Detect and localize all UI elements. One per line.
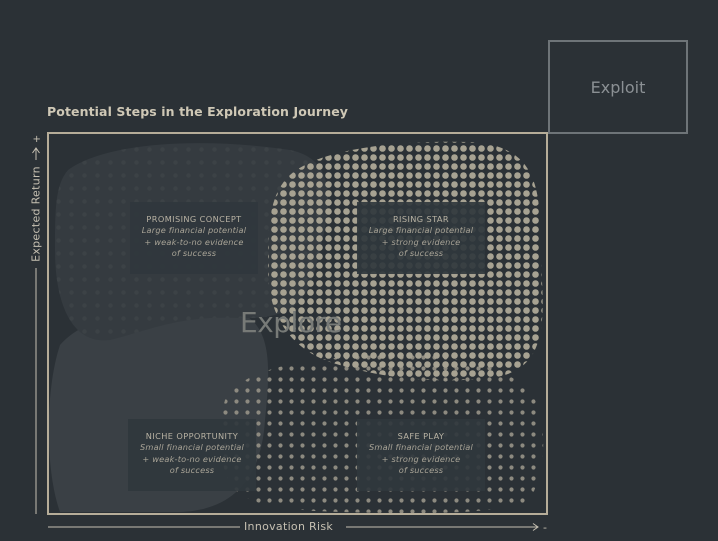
explore-label: Explore <box>240 306 342 339</box>
quadrant-desc-line: of success <box>169 465 215 475</box>
exploit-box: Exploit <box>548 40 688 134</box>
y-axis-label: Expected Return <box>29 166 43 262</box>
quadrant-desc-line: + strong evidence <box>381 236 461 247</box>
x-axis-arrowhead <box>532 523 539 531</box>
quadrant-promising-concept: PROMISING CONCEPT Large financial potent… <box>130 202 258 274</box>
quadrant-title: PROMISING CONCEPT <box>146 214 242 224</box>
x-axis-end-symbol: - <box>543 521 547 534</box>
y-axis-arrowhead <box>32 147 40 154</box>
exploit-label: Exploit <box>590 77 646 97</box>
x-axis-label: Innovation Risk <box>244 520 334 533</box>
quadrant-desc-line: of success <box>398 465 444 475</box>
quadrant-title: NICHE OPPORTUNITY <box>145 431 239 441</box>
quadrant-desc-line: of success <box>171 248 217 258</box>
quadrant-safe-play: SAFE PLAY Small financial potential + st… <box>357 419 485 491</box>
quadrant-desc-line: + strong evidence <box>381 453 461 464</box>
quadrant-desc-line: + weak-to-no evidence <box>144 236 244 247</box>
quadrant-niche-opportunity: NICHE OPPORTUNITY Small financial potent… <box>128 419 256 491</box>
quadrant-desc-line: Large financial potential <box>141 225 247 235</box>
quadrant-desc-line: of success <box>398 248 444 258</box>
quadrant-desc-line: Large financial potential <box>368 225 474 235</box>
quadrant-rising-star: RISING STAR Large financial potential + … <box>357 202 485 274</box>
diagram-title: Potential Steps in the Exploration Journ… <box>47 104 349 119</box>
quadrant-desc-line: + weak-to-no evidence <box>142 453 242 464</box>
quadrant-desc-line: Small financial potential <box>140 442 244 452</box>
quadrant-desc-line: Small financial potential <box>369 442 473 452</box>
quadrant-title: RISING STAR <box>392 214 450 224</box>
explore-frame <box>47 132 548 515</box>
quadrant-title: SAFE PLAY <box>397 431 445 441</box>
y-axis-end-symbol: + <box>33 134 41 145</box>
